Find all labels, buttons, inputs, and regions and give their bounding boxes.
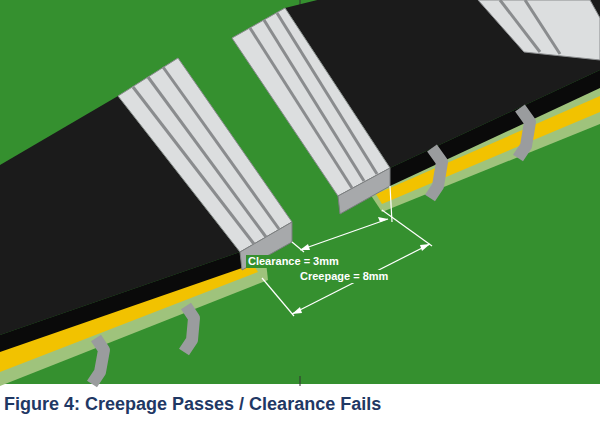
gull-wing-lead — [92, 338, 104, 384]
extension-line — [262, 278, 294, 316]
heatsink-fin — [525, 0, 560, 54]
dimension-lines — [262, 186, 432, 316]
component-body-side — [390, 70, 600, 186]
arrowhead — [420, 244, 430, 251]
heatsink-fin — [277, 13, 377, 174]
figure-caption: Figure 4: Creepage Passes / Clearance Fa… — [4, 393, 381, 415]
heatsink-fin — [500, 0, 540, 52]
gull-wing-lead — [184, 306, 194, 352]
arrowhead — [378, 217, 388, 222]
arrowhead — [292, 307, 302, 314]
extension-line — [292, 242, 304, 252]
clearance-dimension — [300, 219, 388, 250]
heatsink-fin — [148, 77, 266, 237]
component-body-side — [0, 252, 242, 352]
gull-wing-lead — [430, 148, 442, 198]
heatsink-end — [338, 168, 390, 214]
arrowhead — [300, 244, 310, 250]
heatsink — [478, 0, 600, 60]
heatsink-fin — [264, 20, 364, 181]
heatsink — [232, 8, 390, 196]
clearance-dimension-label: Clearance = 3mm — [246, 255, 341, 268]
gull-wing-lead — [518, 108, 530, 158]
heatsink-fin — [163, 67, 279, 229]
extension-line — [382, 210, 432, 246]
creepage-dimension-label: Creepage = 8mm — [298, 270, 390, 283]
crop-mark — [300, 376, 301, 386]
